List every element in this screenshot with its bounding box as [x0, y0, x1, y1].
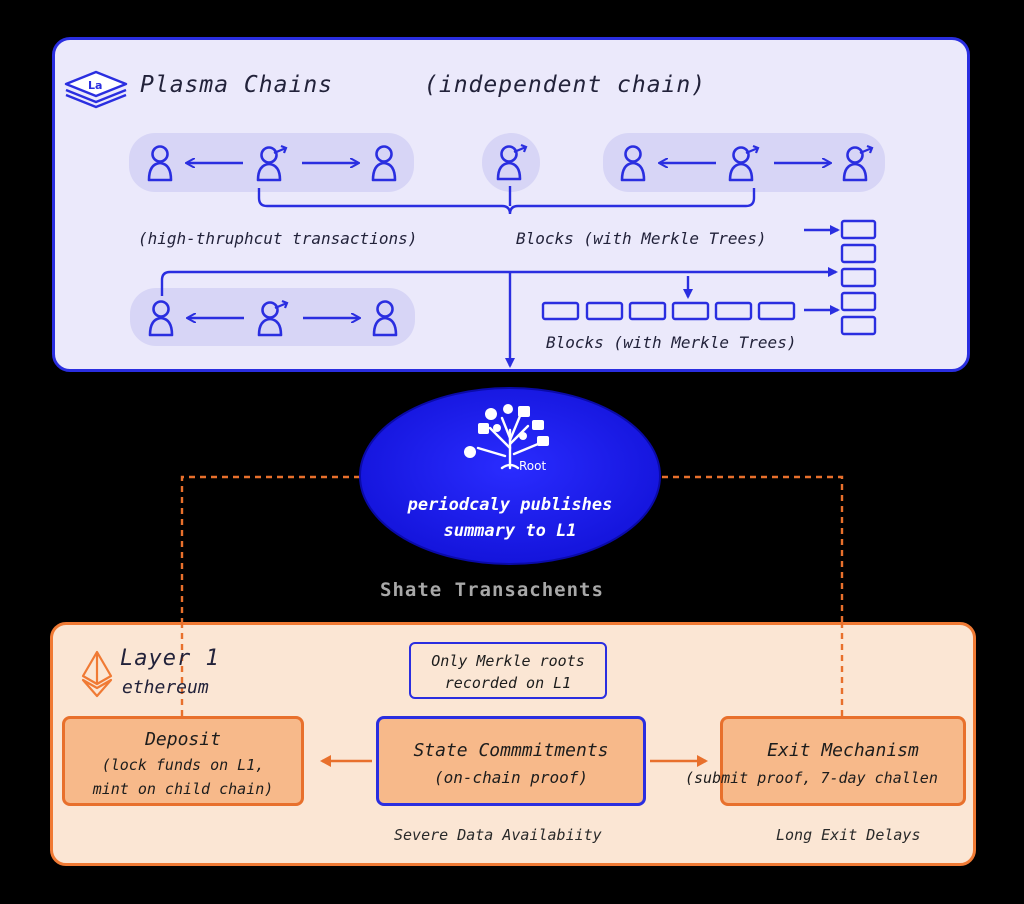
caption-blocks-top: Blocks (with Merkle Trees) — [516, 229, 767, 248]
deposit-line2: mint on child chain) — [92, 780, 274, 798]
plasma-title: Plasma Chains — [140, 72, 334, 98]
merkle-roots-note-line2: recorded on L1 — [444, 674, 572, 692]
merkle-roots-note-line1: Only Merkle roots — [431, 652, 585, 670]
plasma-subtitle: (independent chain) — [424, 72, 707, 98]
deposit-title: Deposit — [145, 729, 221, 750]
caption-exit-delays: Long Exit Delays — [776, 826, 921, 844]
state-transactions-label: Shate Transachents — [380, 579, 604, 601]
hub-caption: periodcaly publishes summary to L1 — [360, 492, 660, 544]
block-stack — [840, 219, 877, 336]
hub-caption-line2: summary to L1 — [443, 521, 577, 541]
state-commitments-box: State Commmitments (on-chain proof) — [376, 716, 646, 806]
block-chain-row — [541, 301, 796, 321]
exit-mechanism-line1: (submit proof, 7-day challen — [685, 769, 938, 787]
deposit-box: Deposit (lock funds on L1, mint on child… — [62, 716, 304, 806]
layer1-title: Layer 1 — [120, 646, 220, 671]
caption-high-throughput: (high-thruphcut transactions) — [138, 229, 418, 248]
caption-blocks-bottom: Blocks (with Merkle Trees) — [546, 333, 797, 352]
state-commitments-title: State Commmitments — [413, 740, 609, 761]
layer1-subtitle: ethereum — [122, 677, 209, 698]
deposit-line1: (lock funds on L1, — [101, 756, 265, 774]
state-commitments-line1: (on-chain proof) — [433, 768, 589, 787]
merkle-roots-note: Only Merkle roots recorded on L1 — [409, 642, 607, 699]
caption-data-availability: Severe Data Availabiity — [394, 826, 602, 844]
merkle-tree-icon — [476, 414, 540, 470]
exit-mechanism-box: Exit Mechanism (submit proof, 7-day chal… — [685, 716, 966, 806]
hub-caption-line1: periodcaly publishes — [407, 495, 613, 515]
hub-root-label: Root — [519, 459, 547, 473]
exit-mechanism-title: Exit Mechanism — [767, 740, 919, 761]
